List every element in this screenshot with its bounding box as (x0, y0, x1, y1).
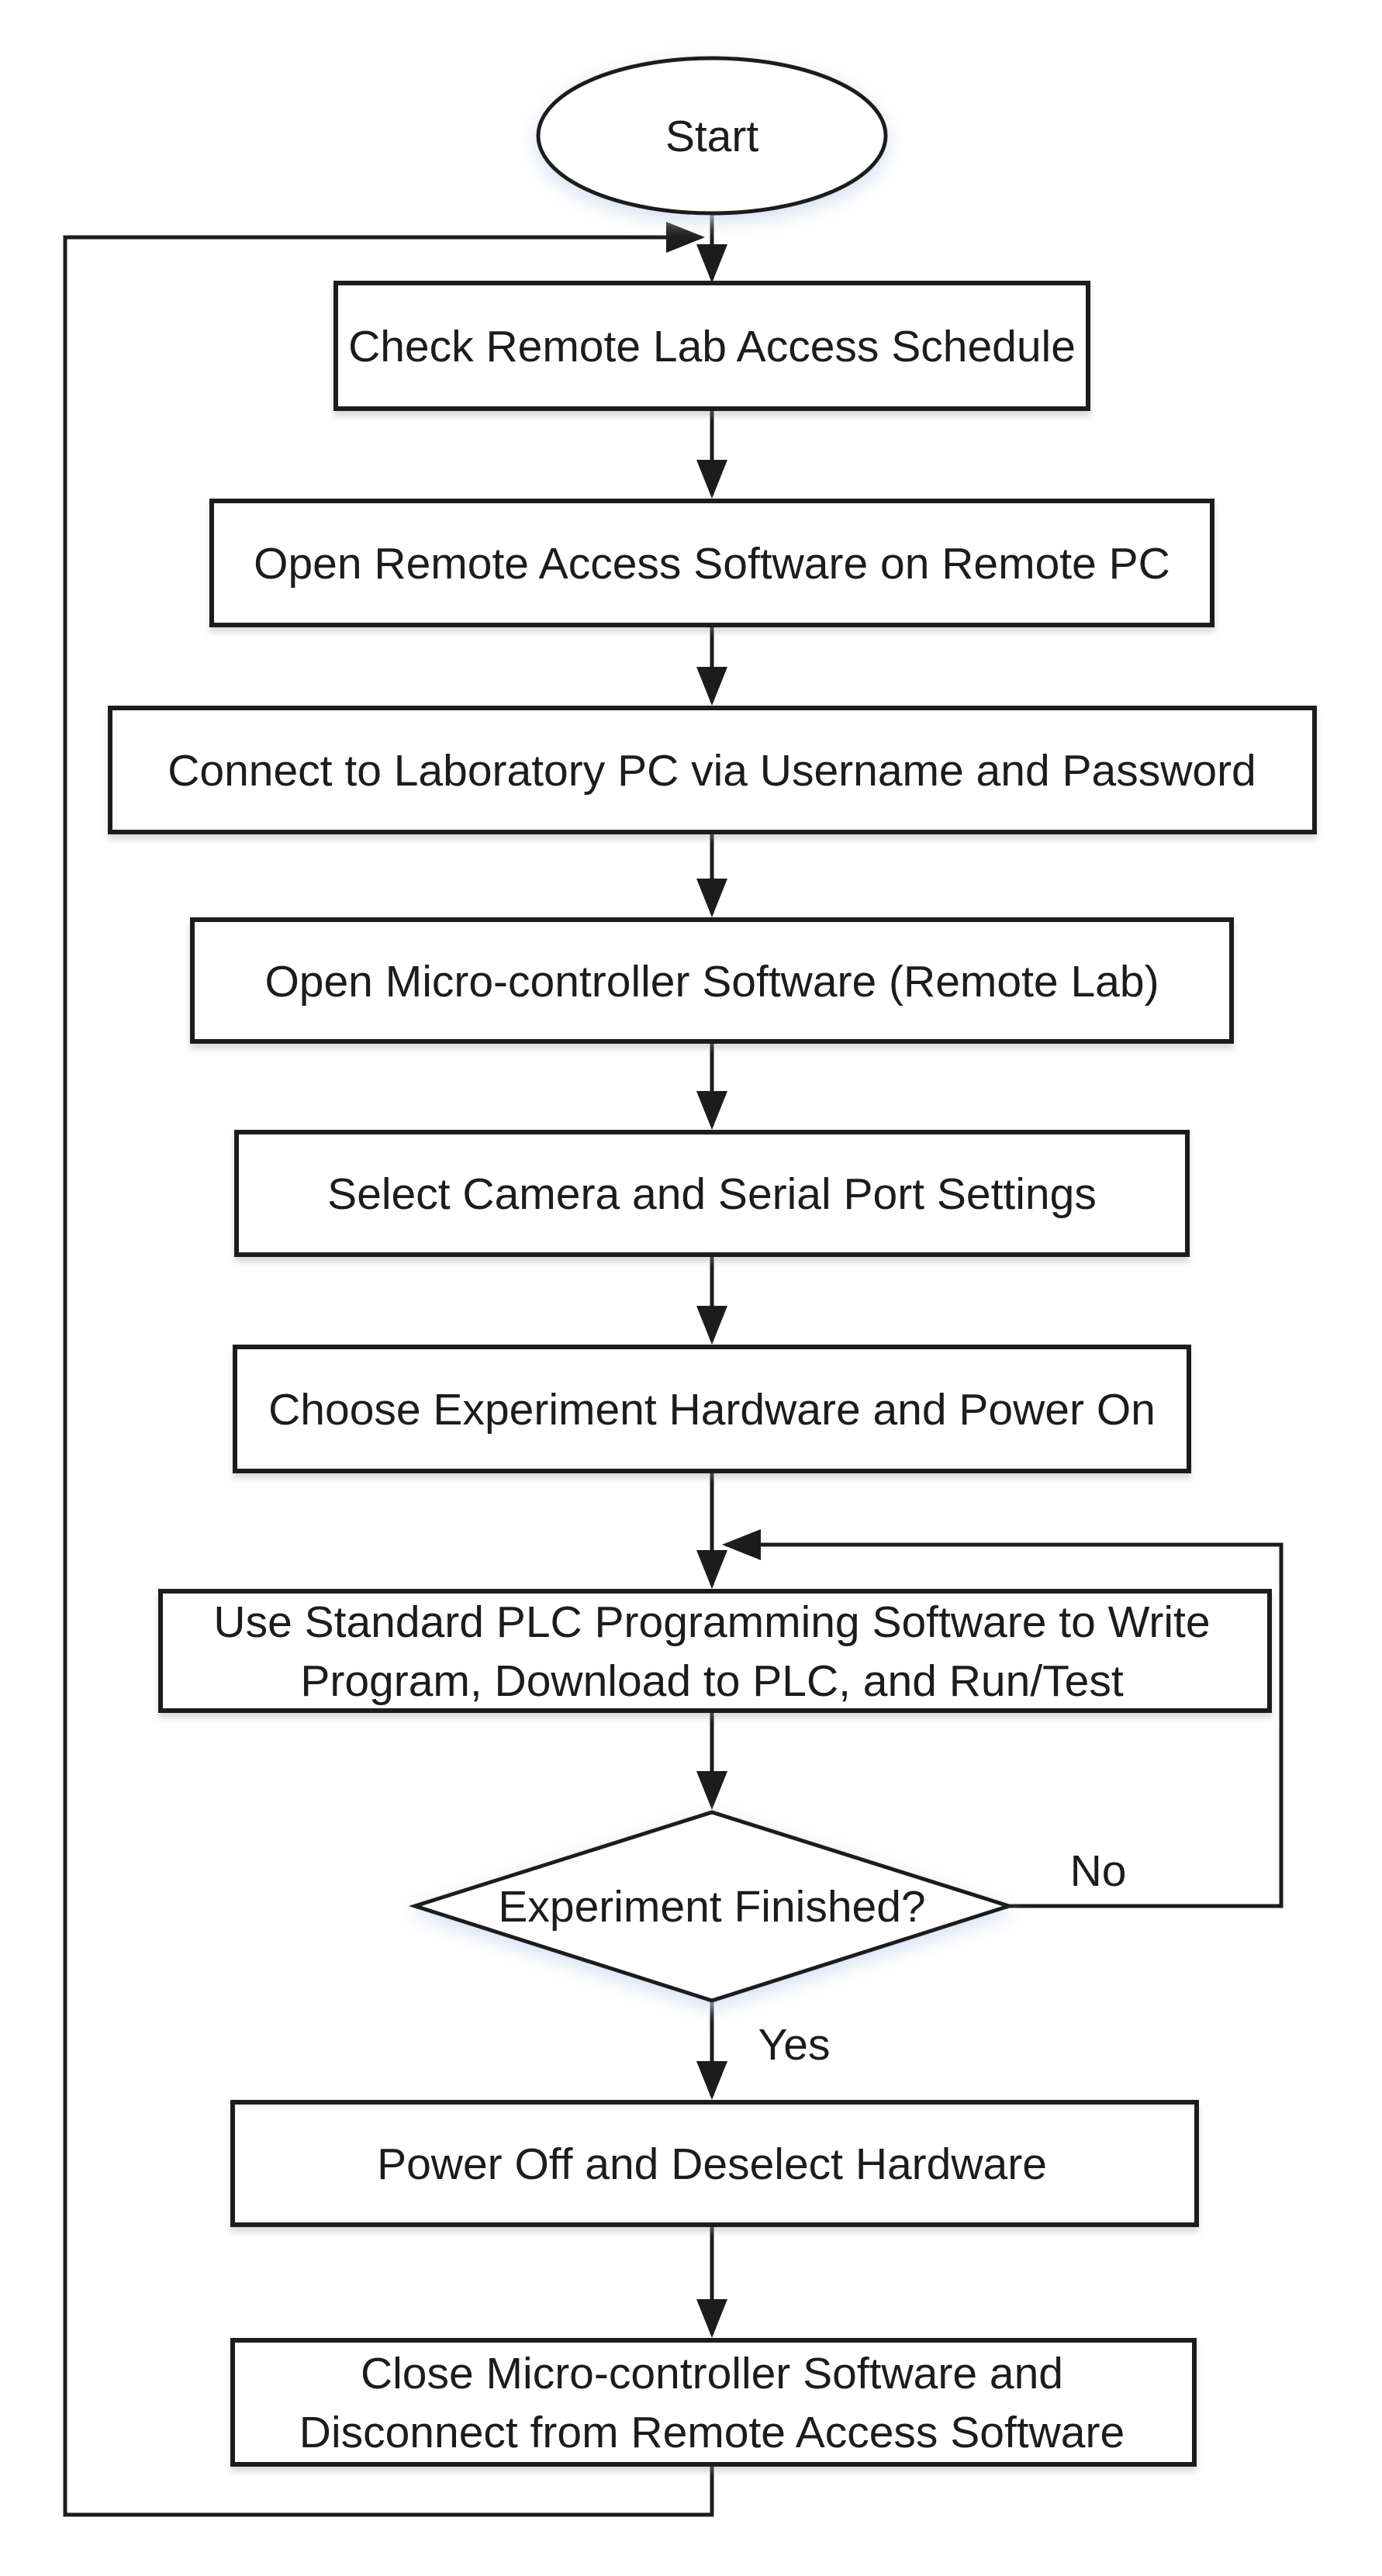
process-close-disconnect-label-line1: Close Micro-controller Software and (361, 2349, 1063, 2398)
process-connect-lab-pc-shape (108, 706, 1317, 834)
decision-experiment-finished-label: Experiment Finished? (498, 1882, 925, 1932)
edge-feedback-return-loop (63, 222, 714, 2517)
start-label: Start (665, 112, 759, 161)
process-open-remote-access-label: Open Remote Access Software on Remote PC (254, 539, 1170, 589)
process-select-camera-serial-shape (234, 1130, 1190, 1257)
process-choose-hardware-shape (233, 1345, 1191, 1473)
process-check-schedule-shape (333, 281, 1090, 411)
process-connect-lab-pc-label: Connect to Laboratory PC via Username an… (168, 746, 1256, 796)
process-open-remote-access-shape (209, 499, 1214, 627)
process-choose-hardware-label: Choose Experiment Hardware and Power On (268, 1385, 1156, 1435)
process-power-off-shape (230, 2100, 1199, 2227)
edge-label-yes: Yes (758, 2020, 831, 2070)
process-close-disconnect-label-line2: Disconnect from Remote Access Software (299, 2408, 1125, 2457)
edge-no-loop (722, 1529, 1284, 1908)
process-power-off-label: Power Off and Deselect Hardware (377, 2139, 1047, 2189)
decision-experiment-finished-shape (408, 1810, 1016, 2003)
process-plc-program-shape (158, 1589, 1272, 1713)
process-open-micro-software-label: Open Micro-controller Software (Remote L… (264, 957, 1159, 1007)
process-check-schedule-label: Check Remote Lab Access Schedule (348, 322, 1076, 371)
process-close-disconnect-shape (230, 2338, 1197, 2467)
process-plc-program-label-line2: Program, Download to PLC, and Run/Test (300, 1656, 1124, 1706)
start-terminator-shape (536, 56, 888, 216)
process-plc-program-label-line1: Use Standard PLC Programming Software to… (213, 1597, 1210, 1647)
process-open-micro-software-shape (190, 917, 1234, 1044)
edge-label-no: No (1070, 1846, 1127, 1896)
process-select-camera-serial-label: Select Camera and Serial Port Settings (327, 1169, 1097, 1219)
